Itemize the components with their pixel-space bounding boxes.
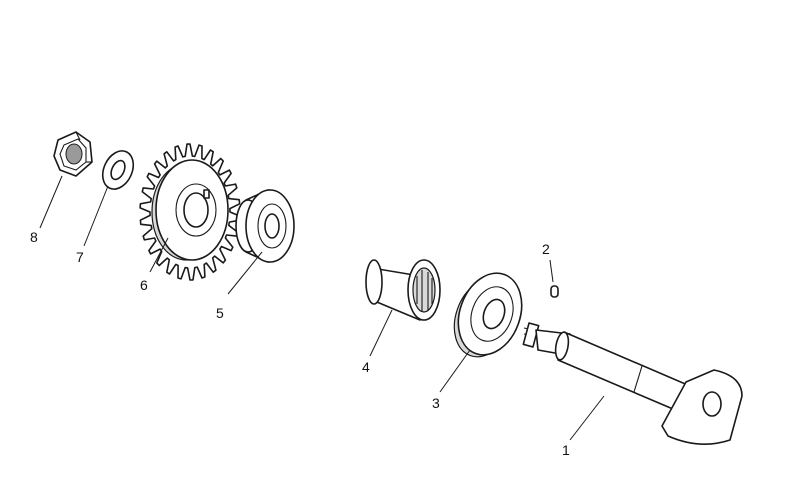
hex-nut-part-8 <box>53 131 93 177</box>
gear-part-6 <box>139 143 241 281</box>
leader-3 <box>439 349 471 393</box>
callout-7: 7 <box>76 249 84 265</box>
callout-labels: 8 7 6 5 4 3 2 1 <box>30 229 570 458</box>
callout-5: 5 <box>216 305 224 321</box>
crank-shaft-part-1 <box>522 322 743 445</box>
leader-5 <box>227 251 263 295</box>
callout-4: 4 <box>362 359 370 375</box>
bearing-part-5 <box>235 189 295 263</box>
washer-part-7 <box>101 150 135 190</box>
callout-8: 8 <box>30 229 38 245</box>
leader-1 <box>569 395 605 441</box>
leader-6 <box>149 237 169 273</box>
callout-2: 2 <box>542 241 550 257</box>
pin-part-2 <box>550 285 559 298</box>
callout-1: 1 <box>562 442 570 458</box>
leader-7 <box>83 185 109 247</box>
leader-2 <box>549 259 554 283</box>
callout-6: 6 <box>140 277 148 293</box>
needle-bearing-part-4 <box>365 259 441 321</box>
callout-3: 3 <box>432 395 440 411</box>
leader-4 <box>369 309 393 357</box>
leader-8 <box>39 175 63 229</box>
ball-bearing-part-3 <box>453 272 523 358</box>
leader-lines <box>39 175 605 441</box>
